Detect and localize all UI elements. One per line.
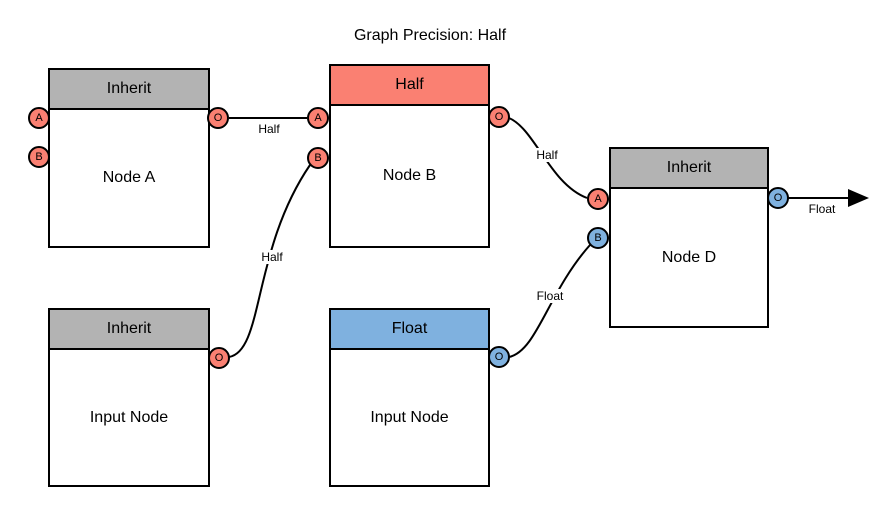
edge-label-a-to-b: Half bbox=[256, 122, 282, 136]
node-d-label: Node D bbox=[661, 248, 717, 266]
node-d[interactable]: Inherit Node D bbox=[609, 147, 769, 328]
arrow-head-icon bbox=[848, 189, 869, 207]
node-d-port-b[interactable]: B bbox=[587, 227, 609, 249]
node-a-port-a[interactable]: A bbox=[28, 107, 50, 129]
edge-label-input2-to-d: Float bbox=[534, 289, 566, 303]
edge-input2-o-to-noded-b bbox=[508, 244, 591, 358]
node-b-port-a[interactable]: A bbox=[307, 107, 329, 129]
node-b-port-b[interactable]: B bbox=[307, 147, 329, 169]
input-node-2-header: Float bbox=[331, 310, 488, 350]
edge-label-output: Float bbox=[806, 202, 838, 216]
node-d-port-o[interactable]: O bbox=[767, 187, 789, 209]
input-node-1-header: Inherit bbox=[50, 310, 208, 350]
input-node-2-port-o[interactable]: O bbox=[488, 346, 510, 368]
node-a-header: Inherit bbox=[50, 70, 208, 110]
input-node-1[interactable]: Inherit Input Node bbox=[48, 308, 210, 487]
node-a[interactable]: Inherit Node A bbox=[48, 68, 210, 248]
node-b[interactable]: Half Node B bbox=[329, 64, 490, 248]
node-a-port-b[interactable]: B bbox=[28, 146, 50, 168]
node-b-port-o[interactable]: O bbox=[488, 106, 510, 128]
node-d-port-a[interactable]: A bbox=[587, 188, 609, 210]
node-a-port-o[interactable]: O bbox=[207, 107, 229, 129]
node-b-header: Half bbox=[331, 66, 488, 106]
node-a-label: Node A bbox=[102, 169, 156, 186]
diagram-title: Graph Precision: Half bbox=[353, 27, 507, 44]
edge-input1-o-to-nodeb-b bbox=[228, 164, 311, 358]
input-node-1-label: Input Node bbox=[89, 408, 169, 426]
input-node-2[interactable]: Float Input Node bbox=[329, 308, 490, 487]
edge-label-input1-to-b: Half bbox=[259, 250, 285, 264]
node-d-header: Inherit bbox=[611, 149, 767, 189]
node-b-label: Node B bbox=[382, 167, 437, 184]
input-node-1-port-o[interactable]: O bbox=[208, 347, 230, 369]
input-node-2-label: Input Node bbox=[370, 408, 449, 426]
edge-label-b-to-d: Half bbox=[534, 148, 560, 162]
